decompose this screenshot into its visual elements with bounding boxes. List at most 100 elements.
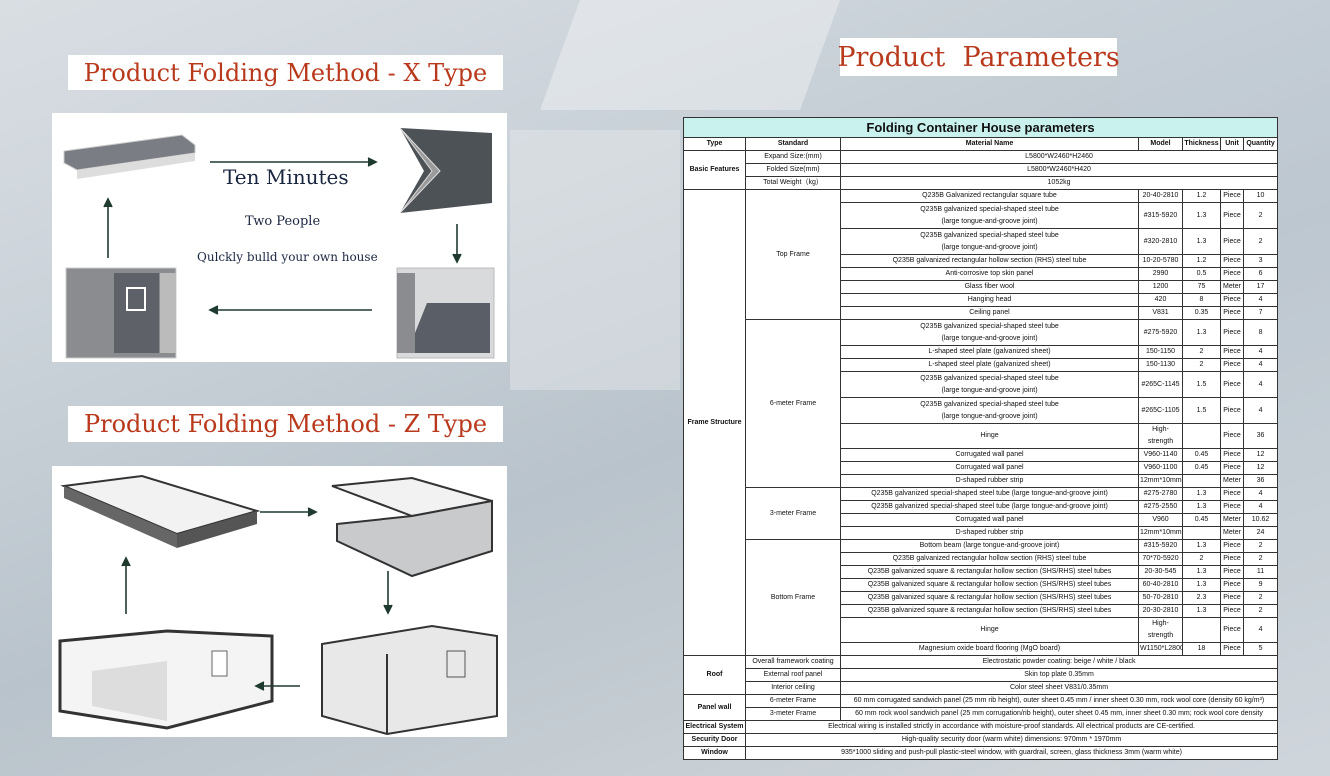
expanded-container-image (65, 267, 177, 359)
table-row: Magnesium oxide board flooring (MgO boar… (684, 642, 1279, 656)
unit-cell: Meter (1220, 280, 1244, 294)
model-cell: 12mm*10mm (1138, 526, 1183, 540)
model-cell: 60-40-2810 (1138, 578, 1183, 592)
model-cell: V831 (1138, 306, 1183, 320)
model-cell: #275-2780 (1138, 487, 1183, 501)
unit-cell: Piece (1220, 397, 1244, 424)
quantity-cell: 2 (1242, 552, 1279, 566)
model-cell: #320-2810 (1138, 228, 1183, 255)
column-header: Quantity (1242, 137, 1279, 151)
column-header: Standard (745, 137, 841, 151)
unit-cell: Piece (1220, 228, 1244, 255)
material-cell: Q235B galvanized special-shaped steel tu… (840, 397, 1139, 424)
thickness-cell (1182, 474, 1221, 488)
material-cell: Hinge (840, 617, 1139, 643)
material-cell: Corrugated wall panel (840, 448, 1139, 462)
thickness-cell: 0.45 (1182, 448, 1221, 462)
standard-cell: 6-meter Frame (745, 694, 841, 708)
model-cell: 420 (1138, 293, 1183, 307)
unit-cell: Piece (1220, 189, 1244, 203)
quantity-cell: 4 (1242, 487, 1279, 501)
thickness-cell: 1.3 (1182, 487, 1221, 501)
unit-cell: Meter (1220, 526, 1244, 540)
unit-cell: Piece (1220, 565, 1244, 579)
background-factory-roof (539, 0, 841, 110)
quantity-cell: 4 (1242, 358, 1279, 372)
open-frame-container-image (58, 629, 274, 730)
material-cell: L-shaped steel plate (galvanized sheet) (840, 358, 1139, 372)
model-cell: #315-5920 (1138, 202, 1183, 229)
thickness-cell: 1.3 (1182, 319, 1221, 346)
table-row: Q235B galvanized special-shaped steel tu… (684, 500, 1279, 514)
material-cell: Hanging head (840, 293, 1139, 307)
table-row: Folded Size(mm)L5800*W2460*H420 (684, 163, 1279, 177)
unit-cell: Piece (1220, 371, 1244, 398)
material-cell: Q235B galvanized square & rectangular ho… (840, 565, 1139, 579)
table-row: Total Weight（kg）1052kg (684, 176, 1279, 190)
model-cell: 2990 (1138, 267, 1183, 281)
x-type-diagram (63, 127, 495, 359)
type-cell: Window (683, 746, 746, 760)
model-cell: 1200 (1138, 280, 1183, 294)
thickness-cell: 18 (1182, 642, 1221, 656)
value-cell: 1052kg (839, 176, 1279, 190)
standard-cell: Folded Size(mm) (745, 163, 841, 177)
table-title: Folding Container House parameters (682, 117, 1279, 138)
z-type-illustration (52, 466, 507, 737)
quantity-cell: 36 (1242, 474, 1279, 488)
column-header: Material Name (840, 137, 1139, 151)
material-cell: Q235B galvanized rectangular hollow sect… (840, 552, 1139, 566)
unit-cell: Piece (1220, 293, 1244, 307)
standard-cell: 3-meter Frame (745, 487, 841, 540)
standard-cell: Bottom Frame (745, 539, 841, 656)
unit-cell: Piece (1220, 267, 1244, 281)
value-cell: Color steel sheet V831/0.35mm (839, 681, 1279, 695)
unfolding-z-container-image (331, 476, 493, 578)
quantity-cell: 3 (1242, 254, 1279, 268)
table-row: Q235B galvanized special-shaped steel tu… (684, 371, 1279, 398)
thickness-cell: 1.2 (1182, 254, 1221, 268)
model-cell: 70*70-5920 (1138, 552, 1183, 566)
material-cell: Hinge (840, 423, 1139, 449)
thickness-cell (1182, 526, 1221, 540)
quantity-cell: 2 (1242, 539, 1279, 553)
quantity-cell: 12 (1242, 448, 1279, 462)
unit-cell: Piece (1220, 552, 1244, 566)
unit-cell: Piece (1220, 358, 1244, 372)
quantity-cell: 6 (1242, 267, 1279, 281)
model-cell: W1150*L2800 (1138, 642, 1183, 656)
unit-cell: Meter (1220, 513, 1244, 527)
material-cell: Glass fiber wool (840, 280, 1139, 294)
unfolding-x-container-image (399, 127, 492, 214)
value-cell: Electrical wiring is installed strictly … (744, 720, 1279, 734)
type-cell: Electrical System (683, 720, 746, 734)
table-row: Q235B galvanized special-shaped steel tu… (684, 202, 1279, 229)
material-cell: Q235B galvanized special-shaped steel tu… (840, 487, 1139, 501)
material-cell: Q235B galvanized special-shaped steel tu… (840, 371, 1139, 398)
type-cell: Basic Features (683, 150, 746, 190)
expanded-container-image (321, 624, 498, 736)
unit-cell: Piece (1220, 487, 1244, 501)
unit-cell: Piece (1220, 539, 1244, 553)
quantity-cell: 11 (1242, 565, 1279, 579)
standard-cell: Expand Size:(mm) (745, 150, 841, 164)
thickness-cell: 1.2 (1182, 189, 1221, 203)
quantity-cell: 10 (1242, 189, 1279, 203)
quantity-cell: 2 (1242, 228, 1279, 255)
folded-container-image (63, 134, 196, 179)
type-cell: Roof (683, 655, 746, 695)
value-cell: High-quality security door (warm white) … (744, 733, 1279, 747)
parameters-title: Product Parameters (837, 38, 1120, 76)
model-cell: V960 (1138, 513, 1183, 527)
quantity-cell: 10.62 (1242, 513, 1279, 527)
caption-two-people: Two People (245, 214, 321, 229)
quantity-cell: 24 (1242, 526, 1279, 540)
